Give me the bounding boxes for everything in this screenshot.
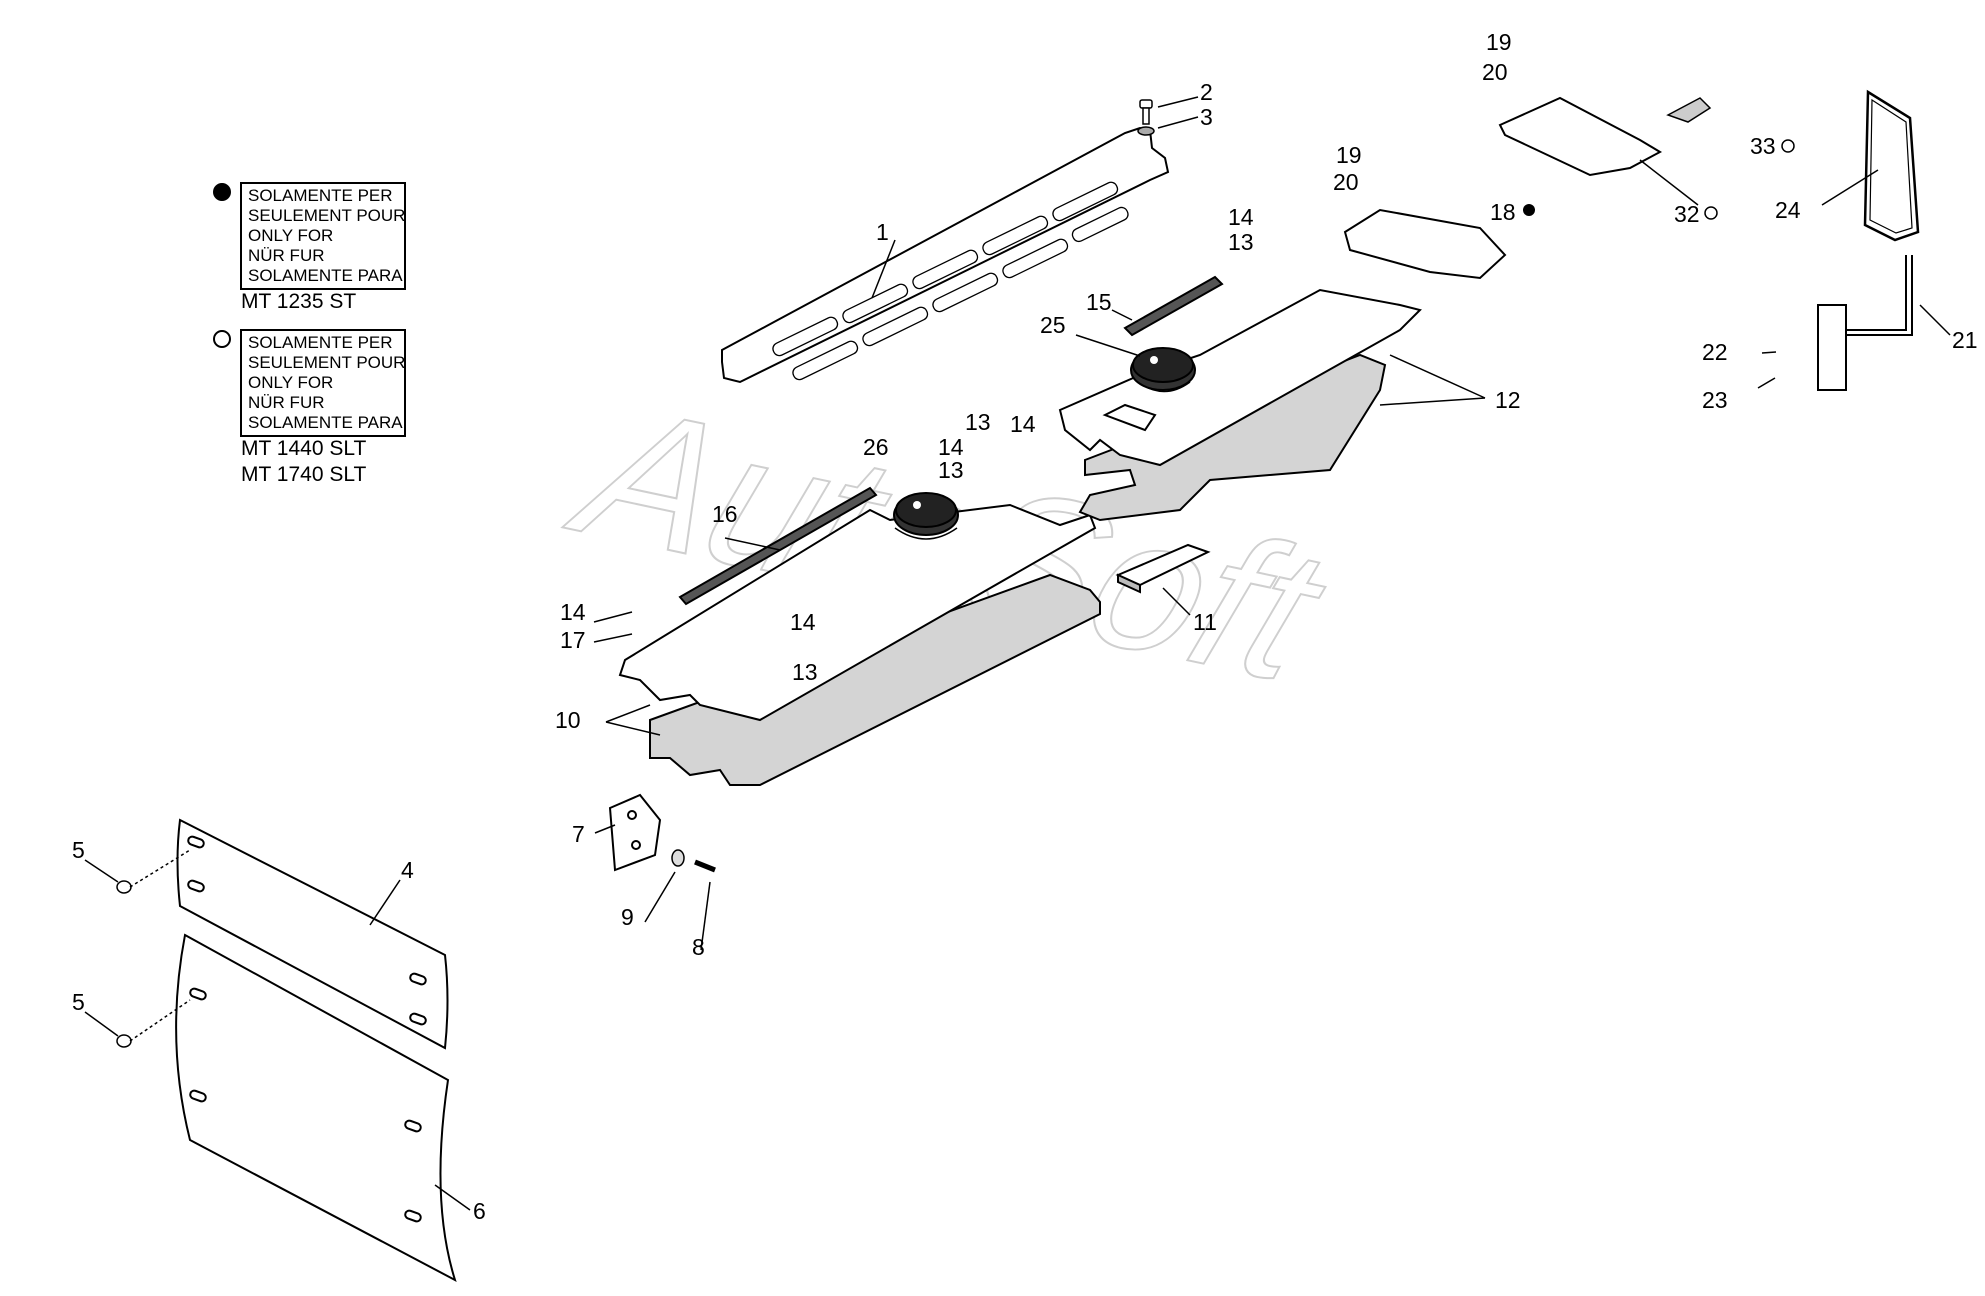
filled-circle-marker: [1523, 204, 1535, 216]
callout-7: 7: [572, 821, 585, 847]
part-24-mirror: [1863, 89, 1920, 242]
legend-line: SEULEMENT POUR: [248, 206, 406, 225]
callout-32: 32: [1674, 201, 1700, 227]
callout-25: 25: [1040, 312, 1066, 338]
callout-2: 2: [1200, 79, 1213, 105]
legend-line: SEULEMENT POUR: [248, 353, 406, 372]
open-circle-marker: [1704, 206, 1718, 220]
part-15-strip: [1123, 275, 1224, 337]
callout-5: 5: [72, 837, 85, 863]
legend-box-filled: SOLAMENTE PER SEULEMENT POUR ONLY FOR NÜ…: [240, 182, 406, 290]
callout-14: 14: [790, 609, 816, 635]
part-4-upper-panel: [176, 818, 449, 1050]
open-circle-marker: [213, 330, 231, 348]
callout-labels: 1 2 3 4 5 5 6 7 8 9 10 11 12 13 13 13 13…: [72, 29, 1978, 1224]
callout-14: 14: [1010, 411, 1036, 437]
legend-line: NÜR FUR: [248, 246, 325, 265]
callout-20: 20: [1482, 59, 1508, 85]
callout-21: 21: [1952, 327, 1978, 353]
callout-20: 20: [1333, 169, 1359, 195]
callout-19: 19: [1336, 142, 1362, 168]
callout-13: 13: [965, 409, 991, 435]
callout-24: 24: [1775, 197, 1801, 223]
legend-model: MT 1740 SLT: [241, 463, 367, 486]
legend-line: SOLAMENTE PARA: [248, 266, 403, 285]
callout-1: 1: [876, 219, 889, 245]
part-8-bolt: [671, 849, 716, 873]
legend-line: NÜR FUR: [248, 393, 325, 412]
part-2-bolt: [1137, 99, 1155, 136]
part-12-floor-panel: [1058, 288, 1422, 522]
callout-11: 11: [1193, 609, 1217, 635]
legend-box-open: SOLAMENTE PER SEULEMENT POUR ONLY FOR NÜ…: [240, 329, 406, 437]
callout-14: 14: [560, 599, 586, 625]
callout-14: 14: [938, 434, 964, 460]
part-1-slotted-rail: [721, 126, 1170, 384]
legend-line: ONLY FOR: [248, 373, 334, 392]
open-circle-marker: [1781, 139, 1795, 153]
part-10-floor-panel: [618, 492, 1101, 786]
callout-13: 13: [1228, 229, 1254, 255]
callout-14: 14: [1228, 204, 1254, 230]
part-18-cover: [1343, 208, 1507, 280]
callout-17: 17: [560, 627, 586, 653]
callout-9: 9: [621, 904, 634, 930]
part-16-strip: [678, 486, 878, 606]
legend-line: ONLY FOR: [248, 226, 334, 245]
part-5-bolt: [116, 849, 191, 1048]
callout-6: 6: [473, 1198, 486, 1224]
callout-15: 15: [1086, 289, 1112, 315]
callout-8: 8: [692, 934, 705, 960]
callout-12: 12: [1495, 387, 1521, 413]
callout-18: 18: [1490, 199, 1516, 225]
callout-19: 19: [1486, 29, 1512, 55]
part-6-lower-panel: [175, 933, 457, 1283]
part-32-cover: [1498, 96, 1663, 177]
callout-3: 3: [1200, 104, 1213, 130]
callout-16: 16: [712, 501, 738, 527]
legend-line: SOLAMENTE PER: [248, 333, 393, 352]
callout-13: 13: [792, 659, 818, 685]
leader-lines: [84, 96, 1951, 1211]
filled-circle-marker: [213, 183, 231, 201]
callout-23: 23: [1702, 387, 1728, 413]
legend-line: SOLAMENTE PARA: [248, 413, 403, 432]
callout-10: 10: [555, 707, 581, 733]
callout-13: 13: [938, 457, 964, 483]
callout-26: 26: [863, 434, 889, 460]
legend-line: SOLAMENTE PER: [248, 186, 393, 205]
part-33-clip: [1666, 97, 1712, 123]
part-21-mirror-arm: [1817, 255, 1913, 391]
callout-5: 5: [72, 989, 85, 1015]
part-11-plate: [1115, 543, 1211, 594]
callout-4: 4: [401, 857, 414, 883]
callout-33: 33: [1750, 133, 1776, 159]
legend-model: MT 1235 ST: [241, 290, 357, 313]
part-7-bracket: [608, 793, 662, 872]
callout-22: 22: [1702, 339, 1728, 365]
legend-model: MT 1440 SLT: [241, 437, 367, 460]
